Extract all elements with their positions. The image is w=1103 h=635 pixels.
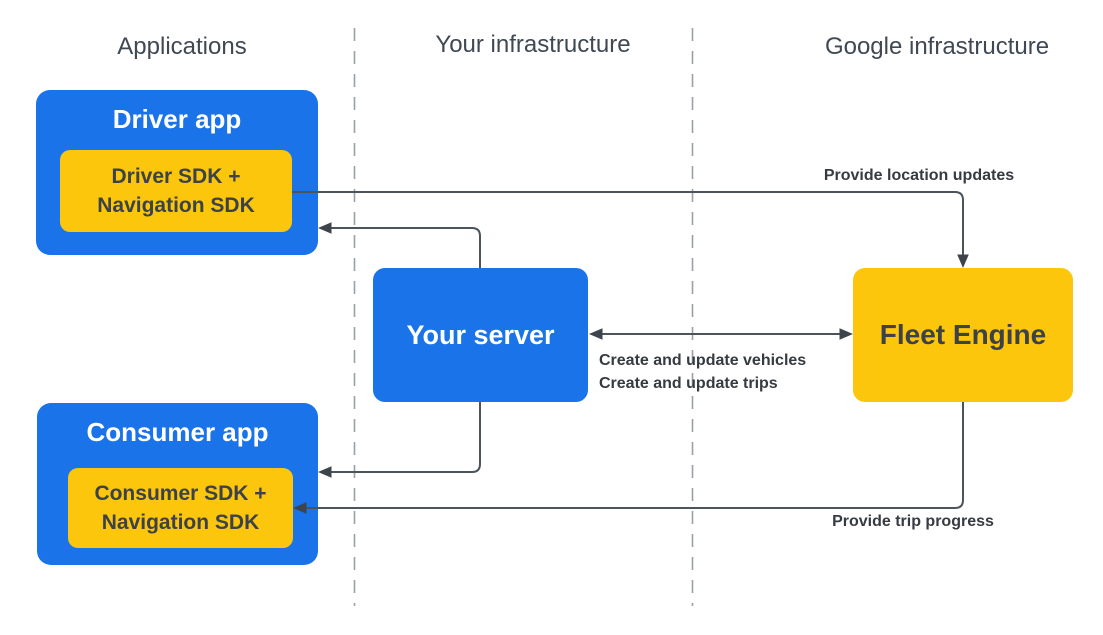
fleet-engine-box: Fleet Engine: [853, 268, 1073, 402]
consumer-app-box: Consumer app Consumer SDK + Navigation S…: [37, 403, 318, 565]
consumer-sdk-label-line2: Navigation SDK: [101, 511, 260, 534]
consumer-sdk-label-line1: Consumer SDK +: [94, 482, 267, 505]
driver-sdk-box: Driver SDK + Navigation SDK: [60, 150, 292, 232]
edge-location-updates-line: [292, 191, 964, 256]
edge-trip-progress-line: [305, 402, 964, 509]
fleet-engine-title: Fleet Engine: [879, 319, 1047, 350]
column-header-applications: Applications: [117, 33, 247, 60]
edge-server-to-driver-line: [330, 227, 481, 268]
edge-server-to-consumer-line: [330, 402, 481, 473]
arrowhead-right-fleet-engine-icon: [839, 328, 853, 340]
arrowhead-down-fleet-engine-icon: [957, 254, 969, 268]
your-server-box: Your server: [373, 268, 588, 402]
column-header-google-infrastructure: Google infrastructure: [824, 33, 1050, 60]
consumer-app-title: Consumer app: [86, 417, 269, 447]
edge-label-create-and-update: Create and update vehicles Create and up…: [599, 349, 806, 395]
consumer-sdk-box: Consumer SDK + Navigation SDK: [68, 468, 293, 548]
column-header-your-infrastructure: Your infrastructure: [435, 31, 631, 58]
driver-app-title: Driver app: [112, 104, 242, 134]
driver-sdk-label-line2: Navigation SDK: [97, 194, 255, 217]
edge-label-provide-trip-progress: Provide trip progress: [832, 513, 994, 530]
driver-app-box: Driver app Driver SDK + Navigation SDK: [36, 90, 318, 255]
your-server-title: Your server: [406, 319, 555, 350]
edge-label-create-update-trips: Create and update trips: [599, 375, 778, 392]
arrowhead-left-driver-app-icon: [318, 222, 332, 234]
edge-label-provide-location-updates: Provide location updates: [823, 167, 1015, 184]
arrowhead-left-your-server-icon: [589, 328, 603, 340]
driver-sdk-label-line1: Driver SDK +: [111, 165, 241, 188]
edge-label-create-update-vehicles: Create and update vehicles: [599, 352, 807, 369]
arrowhead-left-consumer-app-icon: [318, 466, 332, 478]
